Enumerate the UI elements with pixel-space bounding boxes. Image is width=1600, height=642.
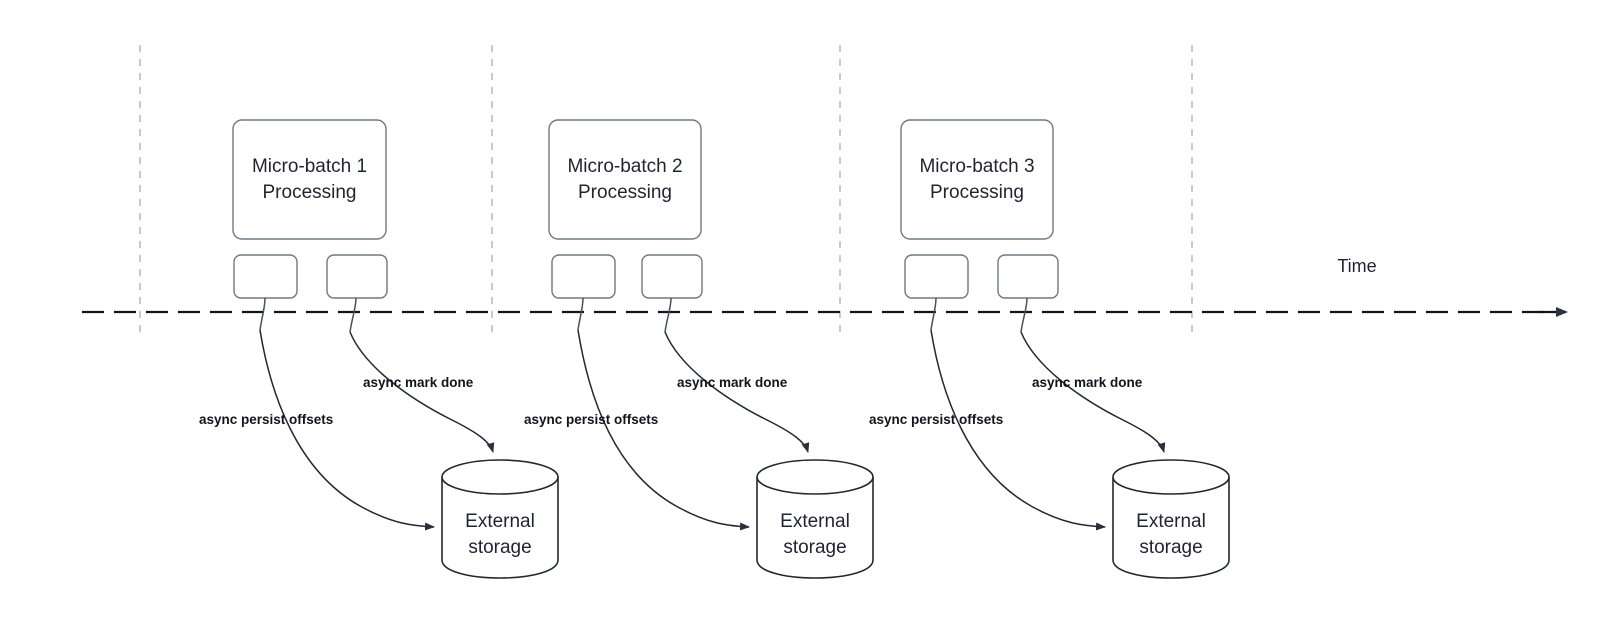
external-storage-label-2-line2: storage <box>783 537 846 558</box>
external-storage-label-1-line1: External <box>465 511 535 532</box>
async-mark-done-label-3: async mark done <box>1032 375 1143 390</box>
stem-persist-3 <box>930 297 937 331</box>
external-storage-cylinder-1[interactable] <box>441 477 559 579</box>
persist-offsets-task-2[interactable] <box>551 254 616 299</box>
persist-offsets-curve-3 <box>930 329 1106 531</box>
mark-done-curve-1 <box>349 331 495 453</box>
time-axis-label: Time <box>1337 256 1376 276</box>
stem-markdone-1 <box>349 297 357 333</box>
group-2: Micro-batch 2 Processing async persist o… <box>524 119 874 579</box>
mark-done-curve-3 <box>1020 331 1166 453</box>
guide-lines <box>139 45 1193 337</box>
external-storage-label-3-line1: External <box>1136 511 1206 532</box>
micro-batch-box-3-line1: Micro-batch 3 <box>919 156 1034 177</box>
persist-offsets-curve-2 <box>577 329 750 531</box>
micro-batch-box-3-line2: Processing <box>930 182 1024 203</box>
mark-done-task-1[interactable] <box>326 254 388 299</box>
persist-offsets-curve-1 <box>259 329 435 531</box>
micro-batch-box-1[interactable] <box>232 119 387 240</box>
external-storage-cylinder-3[interactable] <box>1112 477 1230 579</box>
stem-persist-1 <box>259 297 266 331</box>
group-3: Micro-batch 3 Processing async persist o… <box>869 119 1230 579</box>
async-mark-done-label-2: async mark done <box>677 375 788 390</box>
mark-done-task-3[interactable] <box>997 254 1059 299</box>
external-storage-cylinder-top-1 <box>441 459 559 495</box>
micro-batch-box-1-line2: Processing <box>263 182 357 203</box>
persist-offsets-task-1[interactable] <box>233 254 298 299</box>
external-storage-label-1-line2: storage <box>468 537 531 558</box>
async-persist-offsets-label-3: async persist offsets <box>869 412 1003 427</box>
micro-batch-box-3[interactable] <box>900 119 1054 240</box>
external-storage-label-2-line1: External <box>780 511 850 532</box>
time-axis: Time <box>82 256 1568 317</box>
async-persist-offsets-label-2: async persist offsets <box>524 412 658 427</box>
micro-batch-box-2[interactable] <box>548 119 702 240</box>
micro-batch-box-2-line1: Micro-batch 2 <box>567 156 682 177</box>
async-mark-done-label-1: async mark done <box>363 375 474 390</box>
external-storage-label-3-line2: storage <box>1139 537 1202 558</box>
stem-markdone-3 <box>1020 297 1028 333</box>
persist-offsets-task-3[interactable] <box>904 254 969 299</box>
mark-done-curve-2 <box>664 331 810 453</box>
group-1: Micro-batch 1 Processing async persist o… <box>199 119 559 579</box>
stem-persist-2 <box>577 297 584 331</box>
external-storage-cylinder-top-2 <box>756 459 874 495</box>
stem-markdone-2 <box>664 297 672 333</box>
micro-batch-box-1-line1: Micro-batch 1 <box>252 156 367 177</box>
async-persist-offsets-label-1: async persist offsets <box>199 412 333 427</box>
micro-batch-box-2-line2: Processing <box>578 182 672 203</box>
external-storage-cylinder-2[interactable] <box>756 477 874 579</box>
external-storage-cylinder-top-3 <box>1112 459 1230 495</box>
mark-done-task-2[interactable] <box>641 254 703 299</box>
